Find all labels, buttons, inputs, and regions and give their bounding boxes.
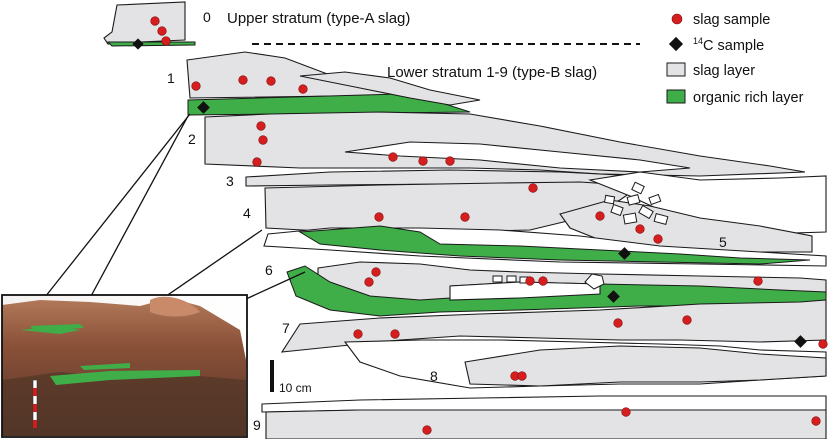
legend-slag-layer-label: slag layer — [693, 63, 755, 79]
layer-number-3: 3 — [226, 173, 234, 189]
legend-slag-layer-swatch — [666, 62, 686, 77]
upper-stratum-label: Upper stratum (type-A slag) — [227, 10, 410, 27]
layer-0-number: 0 — [203, 9, 211, 25]
legend-slag-sample-label: slag sample — [693, 12, 770, 28]
legend-c14-superscript: 14 — [693, 36, 703, 46]
layer-9 — [261, 395, 827, 439]
layer-number-1: 1 — [167, 70, 175, 86]
legend: slag sample 14 C sample slag layer organ… — [666, 12, 804, 106]
legend-organic-swatch — [666, 89, 686, 104]
site-photo-inset — [1, 294, 248, 438]
layer-1 — [186, 51, 481, 116]
layer-0 — [103, 1, 196, 47]
pebble-cluster — [492, 181, 669, 290]
legend-c14-label: C sample — [703, 38, 764, 54]
slag-samples — [150, 16, 828, 435]
layer-4 — [264, 171, 827, 235]
lower-stratum-label: Lower stratum 1-9 (type-B slag) — [387, 64, 597, 81]
layer-number-4: 4 — [243, 205, 251, 221]
legend-c14-icon — [668, 36, 684, 52]
layer-number-5: 5 — [719, 234, 727, 250]
layer-2 — [204, 111, 806, 177]
layer-number-8: 8 — [430, 368, 438, 384]
layer-number-9: 9 — [253, 417, 261, 433]
scale-bar-label: 10 cm — [279, 381, 312, 395]
layer-number-6: 6 — [265, 262, 273, 278]
layer-8 — [343, 339, 827, 389]
layer-number-7: 7 — [282, 320, 290, 336]
layer-5 — [263, 199, 827, 267]
legend-organic-label: organic rich layer — [693, 90, 804, 106]
scale-bar: 10 cm — [270, 360, 312, 395]
layer-number-2: 2 — [188, 131, 196, 147]
layer-6 — [286, 261, 827, 317]
